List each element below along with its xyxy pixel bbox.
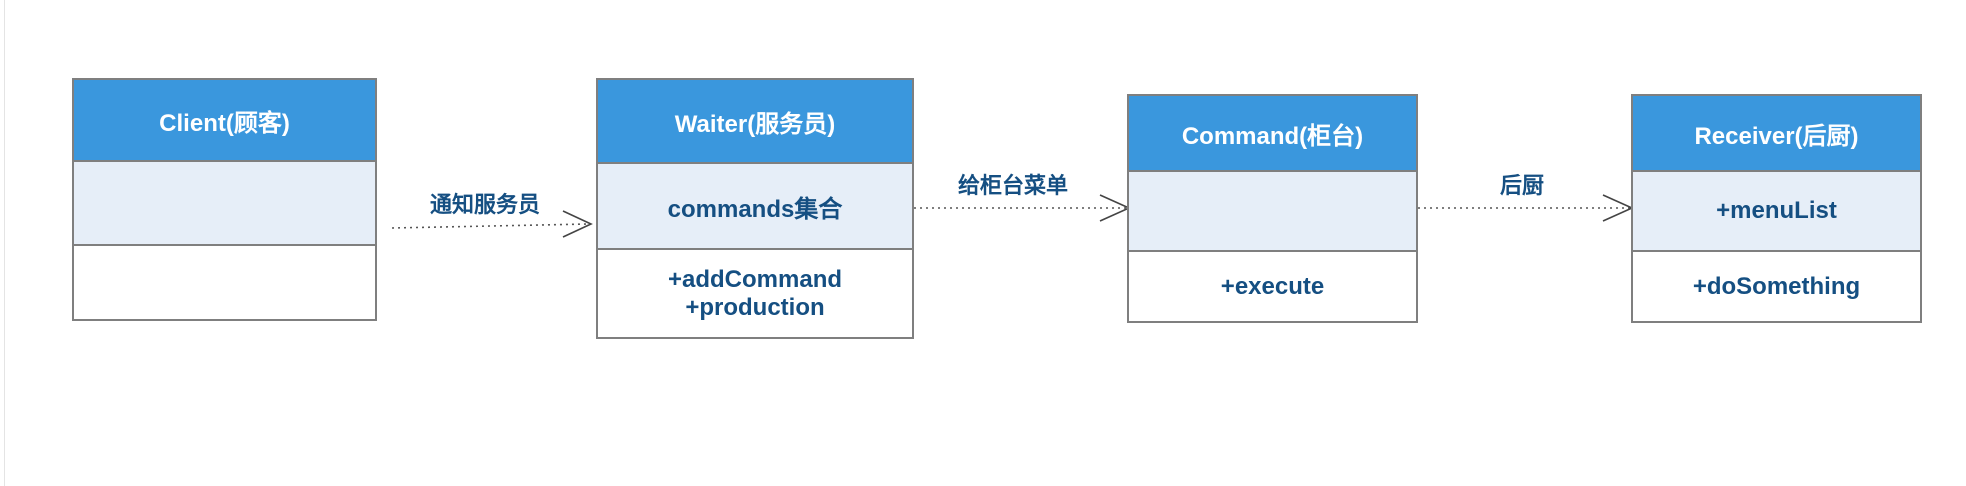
class-client[interactable]: Client(顾客) [72,78,377,321]
class-receiver-attributes: +menuList [1633,172,1920,252]
class-receiver-name: Receiver(后厨) [1633,96,1920,172]
class-command-name: Command(柜台) [1129,96,1416,172]
operation-production: +production [685,293,825,321]
canvas-edge [4,0,5,486]
class-client-name: Client(顾客) [74,80,375,162]
relation-label-waiter-command: 给柜台菜单 [958,173,1069,198]
class-waiter-attributes: commands集合 [598,164,912,250]
relation-arrowhead-client-waiter [562,210,593,238]
class-client-operations [74,246,375,319]
operation-execute: +execute [1220,272,1325,300]
class-command-attributes [1129,172,1416,252]
class-receiver[interactable]: Receiver(后厨) +menuList +doSomething [1631,94,1922,323]
operation-do-something: +doSomething [1692,272,1861,300]
class-waiter-operations: +addCommand +production [598,250,912,337]
operation-add-command: +addCommand [667,265,843,293]
relation-line-client-waiter [391,223,589,229]
class-receiver-operations: +doSomething [1633,252,1920,321]
class-client-attributes [74,162,375,246]
class-command[interactable]: Command(柜台) +execute [1127,94,1418,323]
relation-label-command-receiver: 后厨 [1500,173,1545,198]
class-waiter-name: Waiter(服务员) [598,80,912,164]
class-waiter[interactable]: Waiter(服务员) commands集合 +addCommand +prod… [596,78,914,339]
relation-label-client-waiter: 通知服务员 [430,192,541,217]
class-command-operations: +execute [1129,252,1416,321]
